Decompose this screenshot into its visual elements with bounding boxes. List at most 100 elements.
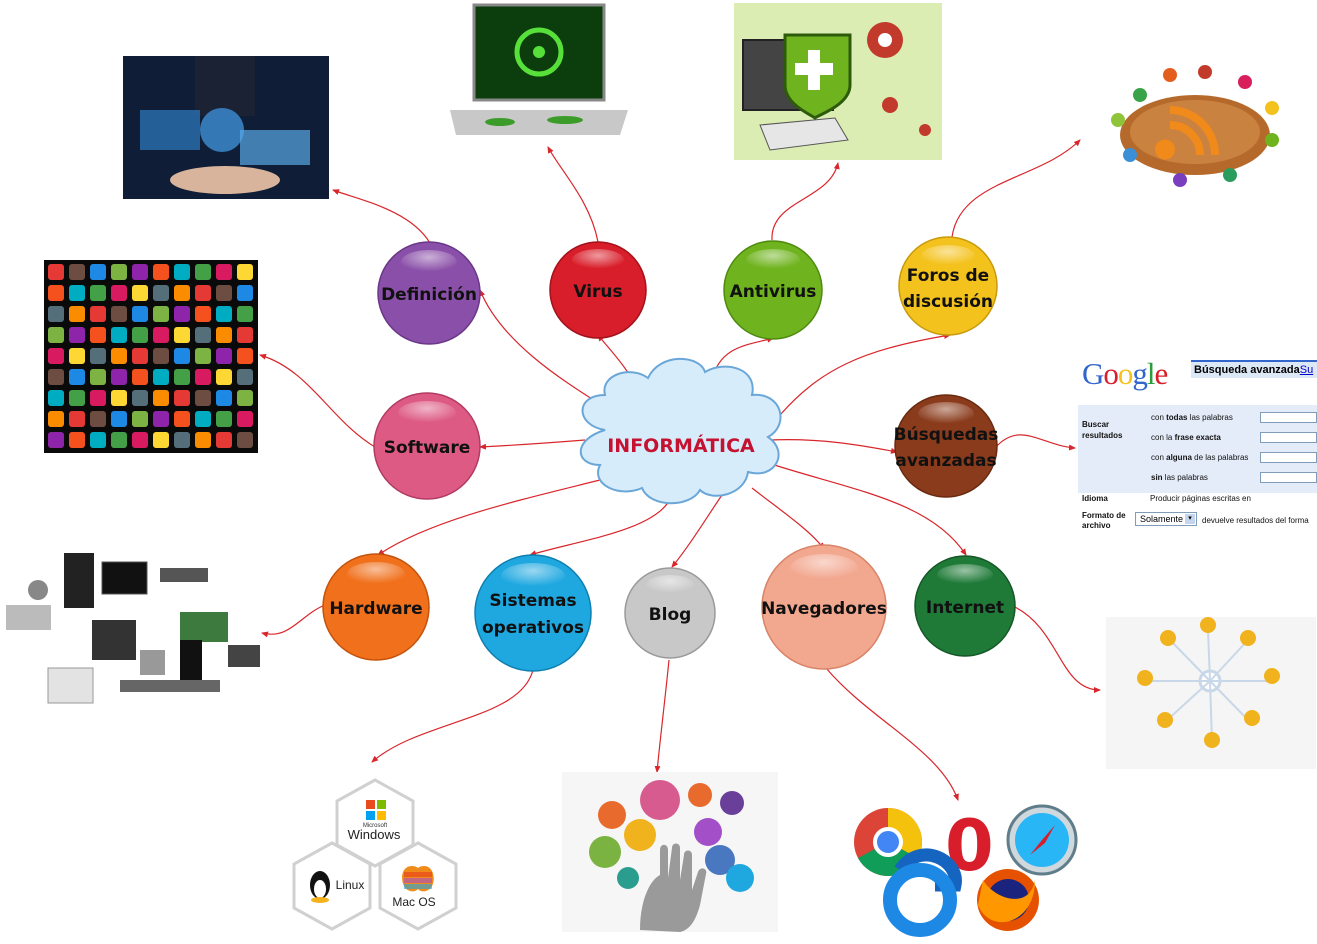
app-icon (69, 369, 85, 385)
node-label: Antivirus (730, 282, 817, 302)
google-logo-letter: G (1082, 356, 1104, 391)
google-logo-letter: o (1117, 356, 1133, 391)
app-icon (174, 390, 190, 406)
app-icon (174, 432, 190, 448)
edge-virus-image (547, 146, 599, 243)
node-busquedas[interactable]: Búsquedas avanzadas (894, 394, 999, 498)
app-icon (132, 327, 148, 343)
node-bubble (723, 240, 823, 340)
app-icon (195, 411, 211, 427)
node-label-line1: Sistemas (489, 591, 576, 611)
alguna-input[interactable] (1260, 452, 1317, 463)
google-logo-letter: e (1154, 356, 1169, 391)
image-operating-systems: Microsoft Windows Linux Mac OS (292, 778, 458, 931)
app-icon (237, 369, 253, 385)
app-icon (174, 369, 190, 385)
image-definicion (123, 56, 329, 199)
node-label: Internet (926, 598, 1004, 618)
node-software[interactable]: Software (373, 392, 481, 500)
google-logo-letter: g (1132, 356, 1147, 391)
row-alguna: con alguna de las palabras (1151, 453, 1249, 462)
linux-label: Linux (336, 878, 365, 892)
image-foros (1111, 65, 1279, 187)
app-icon (237, 264, 253, 280)
image-internet (1106, 617, 1316, 769)
node-bubble (549, 241, 647, 339)
app-icon (153, 327, 169, 343)
app-icon (48, 348, 64, 364)
node-internet[interactable]: Internet (914, 555, 1016, 657)
app-icon (216, 306, 232, 322)
node-virus[interactable]: Virus (549, 241, 647, 339)
node-label: Navegadores (761, 599, 887, 619)
app-icon (195, 264, 211, 280)
google-panel-title: Búsqueda avanzada (1194, 364, 1300, 376)
node-sistemas[interactable]: Sistemas operativos (474, 554, 592, 672)
app-icon (132, 285, 148, 301)
frase-input[interactable] (1260, 432, 1317, 443)
app-icon (237, 411, 253, 427)
sin-input[interactable] (1260, 472, 1317, 483)
node-label: Blog (649, 605, 692, 625)
app-icon (174, 264, 190, 280)
node-navegadores[interactable]: Navegadores (761, 544, 887, 670)
node-label-line1: Foros de (907, 266, 989, 286)
windows-label: Windows (348, 827, 401, 842)
edge-hardware-image (261, 604, 326, 638)
central-topic[interactable]: INFORMÁTICA (579, 357, 782, 505)
idioma-value: Producir páginas escritas en (1150, 494, 1251, 503)
app-icon (174, 327, 190, 343)
app-icon (90, 285, 106, 301)
node-bubble (377, 241, 481, 345)
node-label-line1: Búsquedas (894, 425, 999, 445)
app-icon (237, 390, 253, 406)
app-icon (237, 327, 253, 343)
node-antivirus[interactable]: Antivirus (723, 240, 823, 340)
app-icon (132, 369, 148, 385)
app-icon (132, 390, 148, 406)
app-icon (132, 411, 148, 427)
app-icon (90, 390, 106, 406)
app-icon (111, 390, 127, 406)
app-icon (111, 327, 127, 343)
windows-top-label: Microsoft (363, 823, 388, 829)
formato-value: devuelve resultados del forma (1202, 516, 1309, 525)
app-icon (111, 411, 127, 427)
app-icon (153, 306, 169, 322)
app-icon (90, 348, 106, 364)
image-blog (562, 772, 778, 932)
image-hardware (6, 553, 260, 704)
app-icon (237, 306, 253, 322)
app-icon (174, 306, 190, 322)
app-icon (48, 264, 64, 280)
node-foros[interactable]: Foros de discusión (898, 236, 998, 336)
node-blog[interactable]: Blog (624, 567, 716, 659)
edges (259, 139, 1101, 801)
app-icon (216, 285, 232, 301)
edge-sistemas-image (371, 669, 534, 763)
node-bubble (322, 553, 430, 661)
edge-internet-image (1014, 606, 1101, 693)
resultados-label: resultados (1082, 431, 1123, 440)
app-icon (90, 411, 106, 427)
node-hardware[interactable]: Hardware (322, 553, 430, 661)
google-logo-letter: o (1103, 356, 1118, 391)
app-icon (111, 432, 127, 448)
formato-label-2: archivo (1082, 521, 1111, 530)
formato-select[interactable]: Solamente▾ (1135, 512, 1197, 526)
app-icon (153, 348, 169, 364)
node-definicion[interactable]: Definición (377, 241, 481, 345)
node-label-line2: discusión (903, 292, 993, 312)
idioma-label: Idioma (1082, 494, 1108, 503)
node-label: Hardware (329, 599, 422, 619)
app-icon (111, 264, 127, 280)
app-icon (195, 369, 211, 385)
node-label: Definición (381, 285, 477, 305)
chevron-down-icon: ▾ (1185, 514, 1195, 524)
app-icon (48, 432, 64, 448)
todas-input[interactable] (1260, 412, 1317, 423)
app-icon (237, 348, 253, 364)
buscar-label: Buscar (1082, 420, 1110, 429)
google-panel-title-link[interactable]: Su (1299, 364, 1314, 376)
